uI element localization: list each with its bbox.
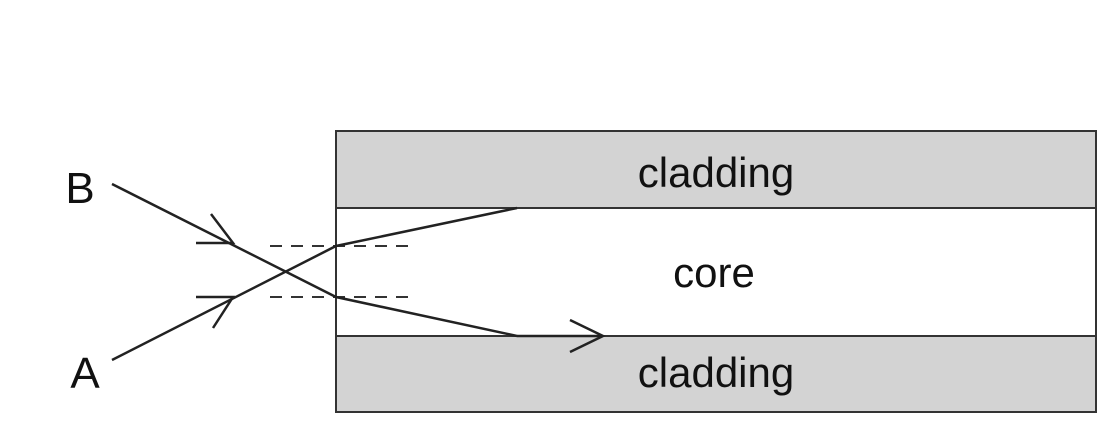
core-region: [335, 207, 1097, 337]
ray-b-label: B: [65, 164, 94, 213]
ray-a-path: [111, 206, 518, 362]
fiber: [335, 130, 1097, 413]
bottom-cladding-label: cladding: [638, 349, 794, 396]
top-cladding-region: [335, 130, 1097, 209]
ray-a-label: A: [70, 349, 100, 398]
top-cladding-label: cladding: [638, 149, 794, 196]
ray-b-arrowhead: [196, 213, 236, 245]
ray-a-arrowhead: [196, 295, 236, 329]
ray-b-path: [111, 182, 518, 338]
core-label: core: [673, 249, 755, 296]
bottom-cladding-region: [335, 335, 1097, 413]
